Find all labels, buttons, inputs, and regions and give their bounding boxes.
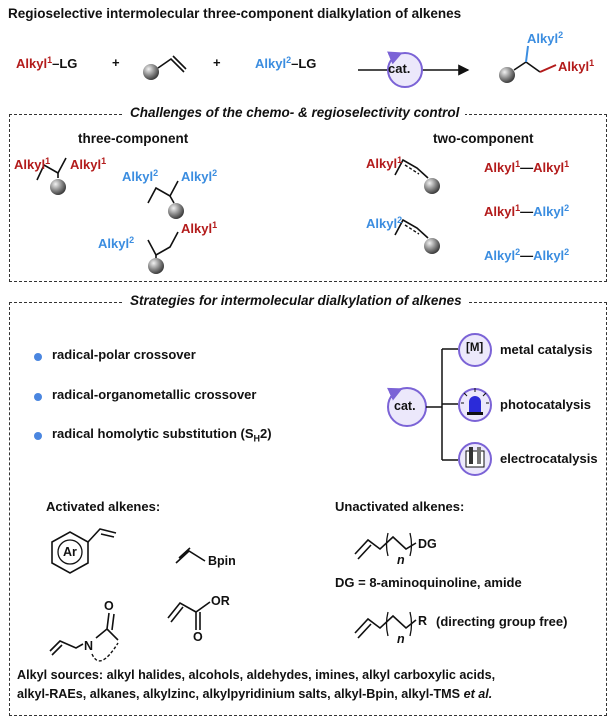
- acrylate-o-label: O: [193, 630, 203, 644]
- o-atom-label: O: [104, 599, 114, 613]
- tc3-alkyl1: Alkyl1: [181, 220, 218, 237]
- enamide-structure: [49, 612, 119, 662]
- tc3-alkyl2: Alkyl2: [98, 235, 135, 252]
- cat-circle: [387, 51, 423, 88]
- two-component-alkene-2: [394, 218, 440, 254]
- r-alkene-structure: [354, 611, 417, 639]
- product-structure: [499, 45, 557, 83]
- bullet-dot-2: [34, 393, 42, 401]
- two-comp-alkene1-alkyl1: Alkyl1: [366, 155, 403, 172]
- n-atom-label: N: [84, 639, 94, 653]
- strategy-bullet-2: radical-organometallic crossover: [52, 387, 257, 402]
- styrene-aryl-structure: [51, 528, 117, 574]
- metal-catalysis-label: metal catalysis: [500, 342, 593, 357]
- electrocatalysis-icon: [458, 442, 492, 476]
- reagent-alkyl2-lg: Alkyl2–LG: [255, 55, 317, 72]
- bullet-dot-3: [34, 432, 42, 440]
- photocatalysis-label: photocatalysis: [500, 397, 592, 412]
- dimer-alkyl1-alkyl2: Alkyl1—Alkyl2: [484, 203, 570, 220]
- challenges-header: Challenges of the chemo- & regioselectiv…: [124, 105, 466, 120]
- dg-label: DG: [418, 537, 437, 551]
- three-component-structure-3: [147, 231, 179, 274]
- dimer-alkyl2-alkyl2: Alkyl2—Alkyl2: [484, 247, 570, 264]
- plus-sign-1: +: [112, 55, 120, 70]
- photocatalysis-icon: [458, 388, 492, 422]
- bpin-label: Bpin: [208, 554, 236, 568]
- product-alkyl2: Alkyl2: [527, 30, 564, 47]
- two-comp-alkene2-alkyl2: Alkyl2: [366, 215, 403, 232]
- metal-catalysis-icon: [458, 333, 492, 367]
- strategy-bullet-1: radical-polar crossover: [52, 347, 196, 362]
- acrylate-structure: [167, 601, 211, 630]
- reagent-alkyl1-lg: Alkyl1–LG: [16, 55, 78, 72]
- alkyl-sources-line2: alkyl-RAEs, alkanes, alkylzinc, alkylpyr…: [17, 687, 493, 701]
- product-alkyl1: Alkyl1: [558, 58, 595, 75]
- two-component-heading: two-component: [433, 131, 534, 146]
- strategy-bullet-3: radical homolytic substitution (SH2): [52, 426, 272, 444]
- three-component-structure-1: [36, 157, 67, 195]
- unactivated-alkenes-title: Unactivated alkenes:: [335, 499, 465, 514]
- or-label: OR: [211, 594, 230, 608]
- dimer-alkyl1-alkyl1: Alkyl1—Alkyl1: [484, 159, 570, 176]
- tc1-alkyl1-left: Alkyl1: [14, 156, 51, 173]
- dg-free-label: (directing group free): [436, 614, 568, 629]
- ar-label: Ar: [63, 545, 77, 559]
- figure-title: Regioselective intermolecular three-comp…: [8, 6, 462, 21]
- strategies-header: Strategies for intermolecular dialkylati…: [124, 293, 468, 308]
- three-component-heading: three-component: [78, 131, 189, 146]
- alkene-reagent: [143, 55, 187, 80]
- dg-definition: DG = 8-aminoquinoline, amide: [335, 575, 522, 590]
- alkyl-sources-line1: Alkyl sources: alkyl halides, alcohols, …: [17, 668, 496, 682]
- reaction-cat-label: cat.: [388, 61, 411, 76]
- metal-symbol: [M]: [466, 342, 484, 354]
- dg-alkene-structure: [354, 532, 417, 560]
- tc2-alkyl2-right: Alkyl2: [181, 168, 218, 185]
- tc1-alkyl1-right: Alkyl1: [70, 156, 107, 173]
- r-label: R: [418, 614, 428, 628]
- electrocatalysis-label: electrocatalysis: [500, 451, 598, 466]
- n-subscript-1: n: [397, 553, 405, 567]
- bullet-dot-1: [34, 353, 42, 361]
- activated-alkenes-title: Activated alkenes:: [46, 499, 161, 514]
- vinyl-bpin-structure: [175, 547, 206, 564]
- plus-sign-2: +: [213, 55, 221, 70]
- n-subscript-2: n: [397, 632, 405, 646]
- strategy-branch-lines: [426, 348, 458, 461]
- strategy-cat-label: cat.: [394, 399, 416, 413]
- two-component-alkene-1: [394, 158, 440, 194]
- three-component-structure-2: [147, 180, 184, 219]
- tc2-alkyl2-left: Alkyl2: [122, 168, 159, 185]
